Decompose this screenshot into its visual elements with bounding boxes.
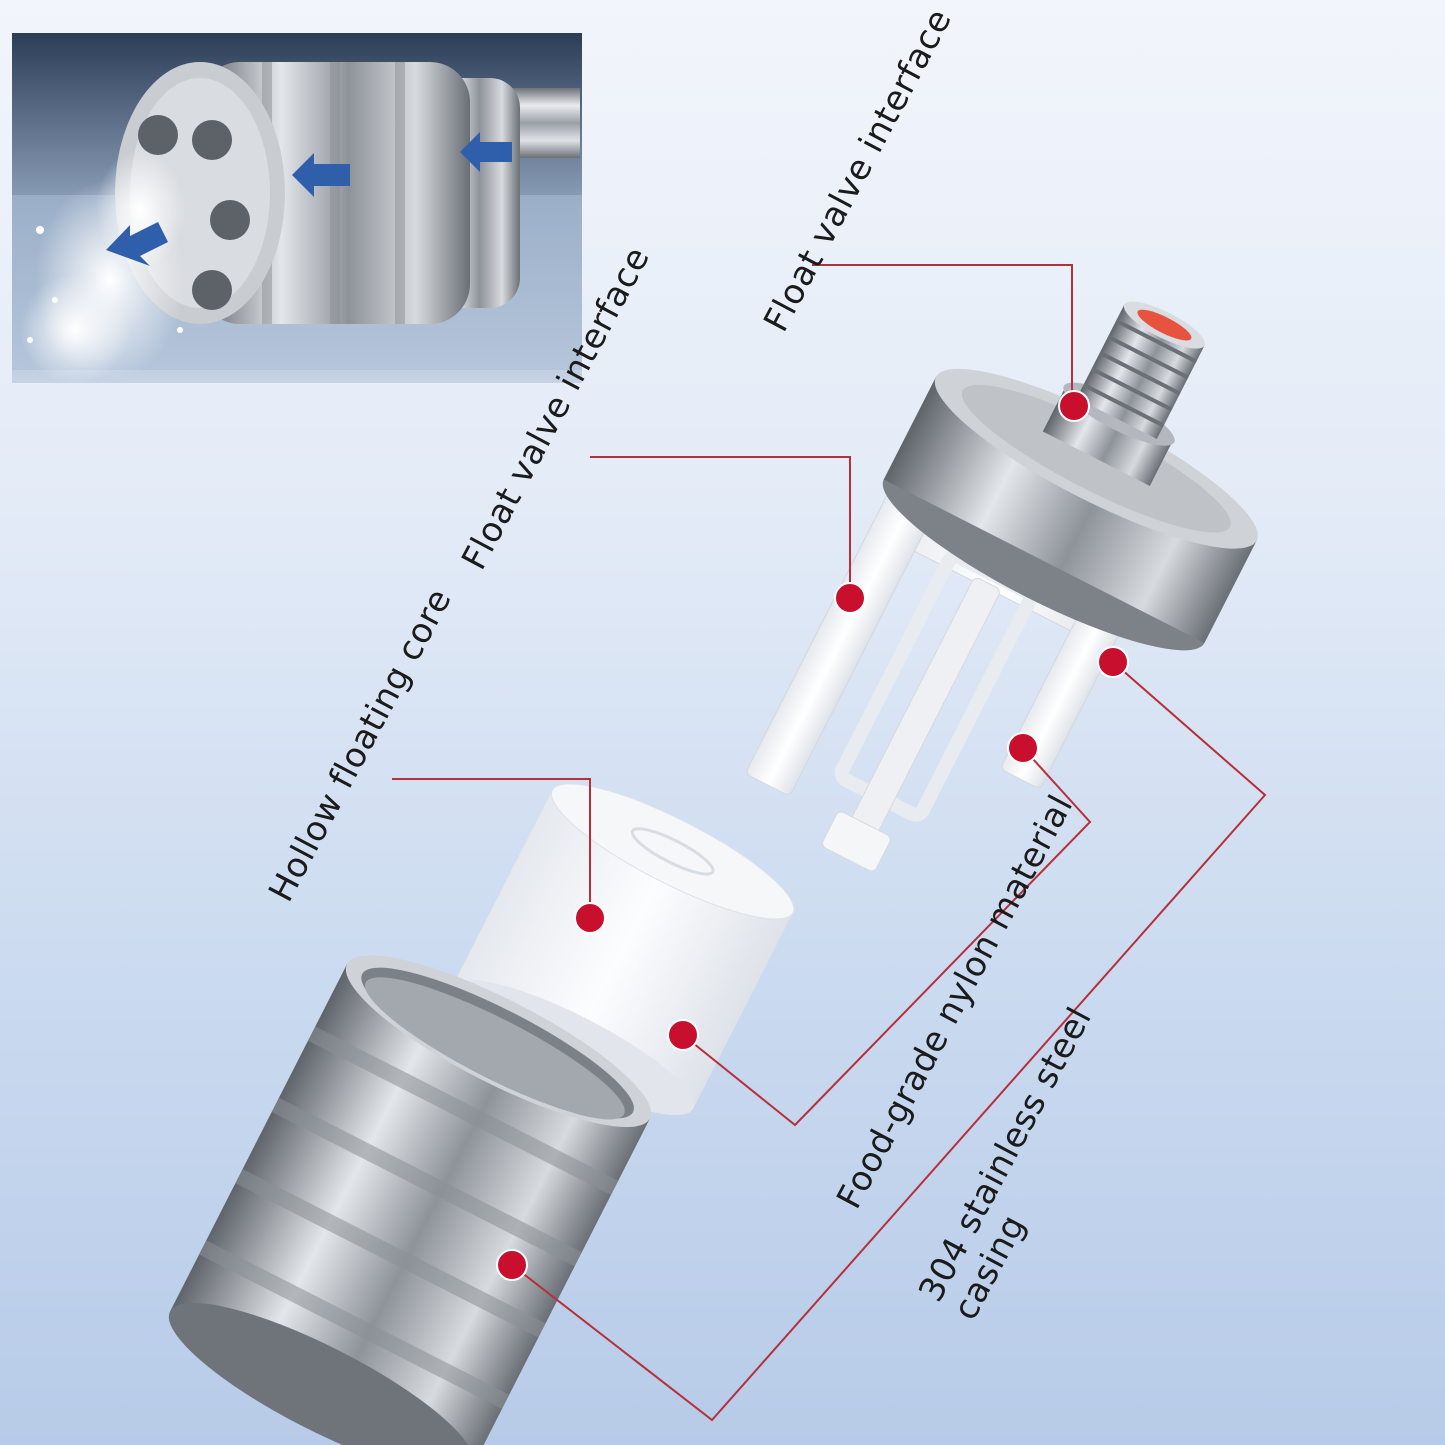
stainless-casing [168,955,652,1445]
flow-arrow-outlet [106,222,168,266]
callout-dot-bracket [834,582,866,614]
inset-valve-body [115,62,580,324]
callout-line-fitting [812,264,1073,405]
callout-dot-casing [496,1249,528,1281]
callout-line-bracket [590,456,851,598]
callout-line-nylon [682,747,1092,1127]
top-cap-assembly [746,301,1258,872]
flow-arrow-middle [292,153,350,197]
callout-dot-core-bottom [667,1019,699,1051]
callout-line-core [392,778,591,918]
callout-dot-cap [1097,646,1129,678]
callout-dots [496,390,1129,1281]
callout-dot-fitting [1058,390,1090,422]
flow-arrow-inlet [460,132,512,172]
callout-line-casing [511,661,1267,1422]
inset-photo [12,33,582,385]
callout-lines [392,264,1267,1422]
callout-dot-core-top [574,902,606,934]
callout-dot-nylon-ring [1007,732,1039,764]
